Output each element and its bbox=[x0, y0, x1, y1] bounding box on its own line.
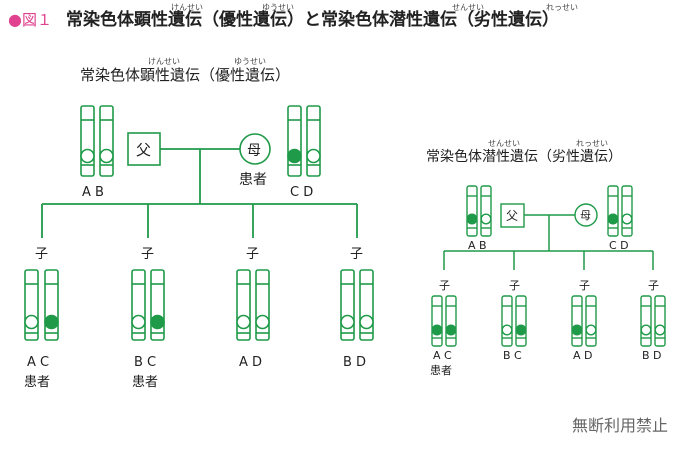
dominant-father-alleles: A B bbox=[82, 185, 104, 200]
recessive-father-label: 父 bbox=[506, 209, 518, 223]
dominant-father-label: 父 bbox=[136, 141, 151, 159]
dominant-child-label-1: 子 bbox=[35, 247, 48, 262]
dominant-child-label-3: 子 bbox=[246, 247, 259, 262]
dominant-child-label-2: 子 bbox=[141, 247, 154, 262]
dominant-child-4-chromosomes bbox=[340, 269, 374, 341]
dominant-mother-label: 母 bbox=[247, 143, 261, 159]
dominant-pedigree: A B 父 母 患者 C D 子 子 子 bbox=[24, 105, 374, 390]
dominant-mother-alleles: C D bbox=[290, 185, 313, 200]
figure-number: 図１ bbox=[21, 11, 52, 29]
dominant-mother-chromosomes bbox=[287, 105, 321, 177]
recessive-child-label-1: 子 bbox=[439, 279, 450, 292]
bullet-icon: ● bbox=[8, 10, 22, 29]
recessive-child-label-4: 子 bbox=[648, 279, 659, 292]
recessive-child-2-chromosomes bbox=[501, 295, 527, 347]
dominant-father-box bbox=[127, 132, 161, 166]
dominant-connectors bbox=[41, 148, 358, 238]
recessive-title: 常染色体潜性遺伝（劣性遺伝） bbox=[426, 149, 622, 165]
ruby-sensei: せんせい bbox=[452, 3, 484, 12]
dominant-child-2-alleles: B C bbox=[134, 355, 156, 370]
recessive-child-3-alleles: A D bbox=[573, 349, 593, 362]
recessive-father-alleles: A B bbox=[468, 239, 487, 252]
recessive-ruby-ressei: れっせい bbox=[576, 139, 608, 148]
watermark: 無断利用禁止 bbox=[571, 416, 668, 435]
dominant-father-chromosomes bbox=[80, 105, 114, 177]
recessive-child-1-chromosomes bbox=[431, 295, 457, 347]
recessive-child-3-chromosomes bbox=[571, 295, 597, 347]
dominant-child-label-4: 子 bbox=[350, 247, 363, 262]
dominant-child-4-alleles: B D bbox=[343, 355, 366, 370]
recessive-connectors bbox=[443, 214, 654, 270]
dominant-child-1-chromosomes bbox=[24, 269, 59, 341]
figure-title-text: 常染色体顕性遺伝（優性遺伝）と常染色体潜性遺伝（劣性遺伝） bbox=[65, 10, 559, 30]
recessive-child-label-3: 子 bbox=[579, 279, 590, 292]
dominant-child-2-status: 患者 bbox=[132, 375, 158, 390]
dominant-child-2-chromosomes bbox=[131, 269, 165, 341]
recessive-pedigree: A B 父 母 C D 子 子 子 子 bbox=[430, 185, 666, 377]
dominant-ruby-kensei: けんせい bbox=[148, 57, 180, 66]
recessive-mother-alleles: C D bbox=[609, 239, 629, 252]
dominant-child-1-alleles: A C bbox=[27, 355, 49, 370]
recessive-father-chromosomes bbox=[466, 185, 492, 237]
dominant-mother-status: 患者 bbox=[239, 172, 267, 188]
recessive-child-1-alleles: A C bbox=[433, 349, 452, 362]
figure-title: ●図１ 常染色体顕性遺伝（優性遺伝）と常染色体潜性遺伝（劣性遺伝） bbox=[8, 8, 559, 32]
ruby-kensei: けんせい bbox=[171, 3, 203, 12]
ruby-ressei: れっせい bbox=[546, 3, 578, 12]
recessive-child-2-alleles: B C bbox=[503, 349, 522, 362]
dominant-ruby-yuusei: ゆうせい bbox=[234, 57, 266, 66]
recessive-child-4-chromosomes bbox=[640, 295, 666, 347]
recessive-child-label-2: 子 bbox=[509, 279, 520, 292]
dominant-child-1-status: 患者 bbox=[24, 375, 50, 390]
dominant-title: 常染色体顕性遺伝（優性遺伝） bbox=[80, 66, 291, 84]
recessive-ruby-sensei: せんせい bbox=[488, 139, 520, 148]
recessive-mother-label: 母 bbox=[580, 209, 591, 222]
dominant-child-3-alleles: A D bbox=[239, 355, 262, 370]
recessive-mother-chromosomes bbox=[607, 185, 633, 237]
recessive-child-1-status: 患者 bbox=[430, 364, 452, 377]
recessive-child-4-alleles: B D bbox=[642, 349, 662, 362]
ruby-yuusei: ゆうせい bbox=[262, 3, 294, 12]
dominant-child-3-chromosomes bbox=[236, 269, 270, 341]
